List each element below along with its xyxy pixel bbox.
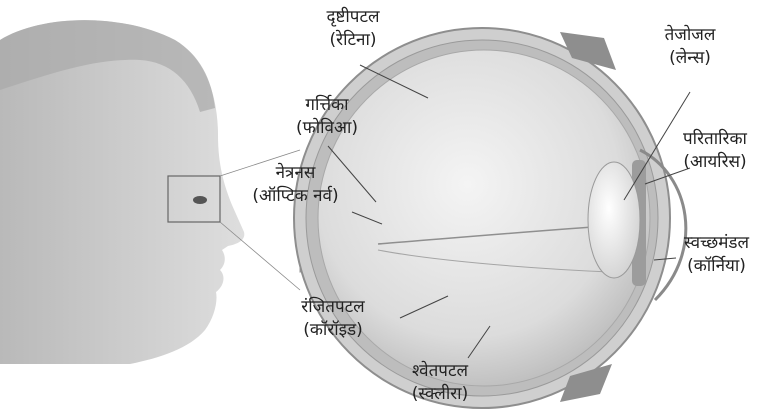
label-retina-alt: (रेटिना) <box>293 29 413 52</box>
label-sclera: श्वेतपटल (स्क्लीरा) <box>380 360 500 406</box>
label-choroid-name: रंजितपटल <box>273 296 393 319</box>
label-choroid-alt: (कॉरॉइड) <box>273 319 393 342</box>
label-iris-name: परितारिका <box>655 128 775 151</box>
label-choroid: रंजितपटल (कॉरॉइड) <box>273 296 393 342</box>
label-sclera-name: श्वेतपटल <box>380 360 500 383</box>
label-fovea-name: गर्त्तिका <box>267 94 387 117</box>
label-cornea-name: स्वच्छमंडल <box>654 232 779 255</box>
label-lens-name: तेजोजल <box>630 24 750 47</box>
label-retina: दृष्टीपटल (रेटिना) <box>293 6 413 52</box>
label-cornea-alt: (कॉर्निया) <box>654 255 779 278</box>
child-eye <box>193 196 207 204</box>
label-lens: तेजोजल (लेन्स) <box>630 24 750 70</box>
label-retina-name: दृष्टीपटल <box>293 6 413 29</box>
label-lens-alt: (लेन्स) <box>630 47 750 70</box>
label-iris: परितारिका (आयरिस) <box>655 128 775 174</box>
label-iris-alt: (आयरिस) <box>655 151 775 174</box>
label-optic-nerve: नेत्रनस (ऑप्टिक नर्व) <box>223 162 368 208</box>
label-fovea: गर्त्तिका (फोविआ) <box>267 94 387 140</box>
lens-shape <box>588 162 640 278</box>
label-sclera-alt: (स्क्लीरा) <box>380 383 500 406</box>
label-cornea: स्वच्छमंडल (कॉर्निया) <box>654 232 779 278</box>
label-optic-nerve-name: नेत्रनस <box>223 162 368 185</box>
zoom-line-bottom <box>220 222 300 290</box>
label-optic-nerve-alt: (ऑप्टिक नर्व) <box>223 185 368 208</box>
eyeball <box>294 28 686 408</box>
child-head-illustration <box>0 20 244 364</box>
label-fovea-alt: (फोविआ) <box>267 117 387 140</box>
